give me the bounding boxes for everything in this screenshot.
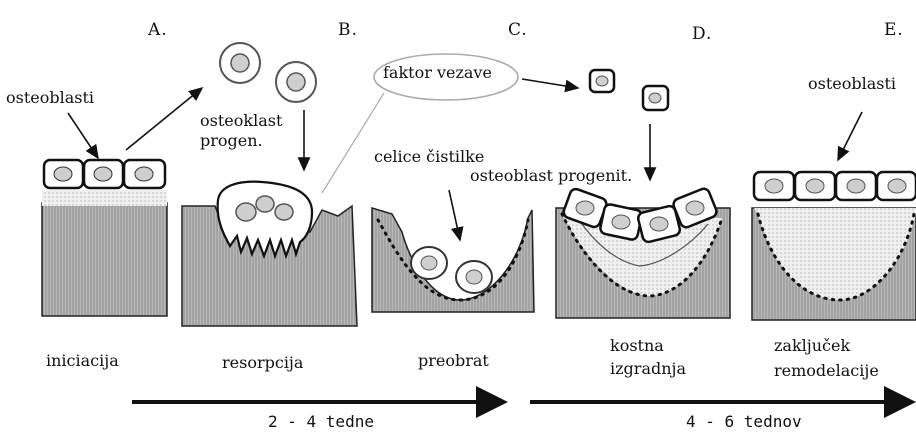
step-b: B. bbox=[338, 20, 358, 40]
bone-block-c bbox=[372, 208, 534, 312]
arrow-to-progen bbox=[126, 88, 202, 150]
step-d: D. bbox=[692, 24, 712, 44]
label-progen: progen. bbox=[200, 132, 263, 150]
osteoclast bbox=[218, 182, 312, 256]
osteoblast-cells-a bbox=[44, 160, 165, 188]
phase-iniciacija: iniciacija bbox=[46, 352, 119, 370]
label-faktor-vezave: faktor vezave bbox=[383, 64, 492, 82]
phase-izgradnja: izgradnja bbox=[610, 360, 686, 378]
duration-second: 4 - 6 tednov bbox=[686, 413, 802, 431]
phase-zakljucek: zaključek bbox=[774, 337, 850, 355]
panel-a bbox=[42, 88, 202, 316]
bone-block-a bbox=[42, 203, 167, 316]
arrow-cistilke bbox=[449, 190, 460, 240]
phase-resorpcija: resorpcija bbox=[222, 354, 303, 372]
arrow-osteoblasti-e bbox=[838, 112, 862, 160]
panel-d bbox=[556, 70, 730, 318]
step-e: E. bbox=[884, 20, 904, 40]
phase-preobrat: preobrat bbox=[418, 352, 489, 370]
phase-remodelacije: remodelacije bbox=[774, 362, 879, 380]
arrow-osteoblasti-a bbox=[68, 113, 98, 158]
label-celice-cistilke: celice čistilke bbox=[374, 148, 484, 166]
connector-faktor bbox=[322, 93, 384, 193]
osteoblast-cells-e bbox=[754, 172, 916, 200]
panel-b bbox=[182, 43, 384, 326]
label-osteoblasti-a: osteoblasti bbox=[6, 89, 94, 107]
osteoid-layer-a bbox=[42, 190, 167, 206]
arrow-faktor bbox=[522, 79, 578, 88]
duration-first: 2 - 4 tedne bbox=[268, 413, 374, 431]
phase-kostna: kostna bbox=[610, 337, 664, 355]
label-osteoblasti-e: osteoblasti bbox=[808, 75, 896, 93]
label-osteoklast: osteoklast bbox=[200, 112, 282, 130]
step-a: A. bbox=[148, 20, 168, 40]
panel-e bbox=[752, 112, 916, 320]
step-c: C. bbox=[508, 20, 528, 40]
label-osteoblast-progenit: osteoblast progenit. bbox=[470, 167, 632, 185]
